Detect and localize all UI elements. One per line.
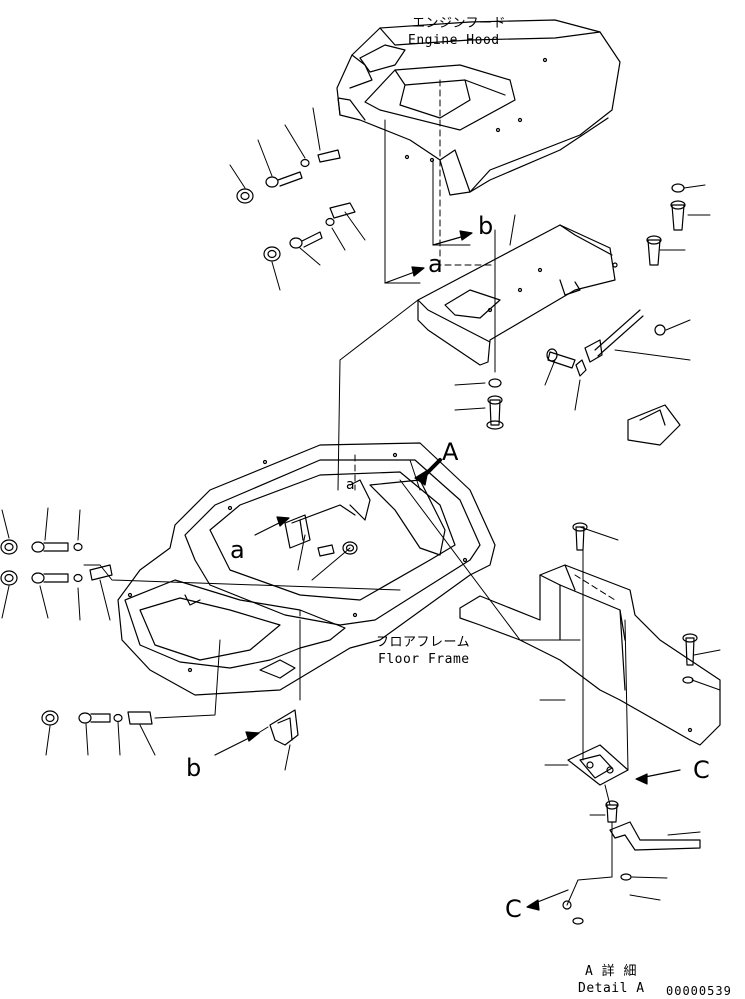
floor-frame [118,443,495,695]
arrow-a-lower [255,517,289,535]
hood-fasteners-left [237,150,355,261]
ref-C-upper: C [693,756,710,784]
ref-b-lower: b [186,754,202,782]
floor-fasteners-left [1,540,357,725]
leader-lines [2,108,720,905]
hood-support-bracket [418,225,617,365]
engine-hood [337,20,620,195]
hood-stay [585,310,680,445]
arrow-C-upper [636,770,680,784]
engine-hood-label-en: Engine Hood [408,33,500,48]
floor-bracket-a [285,515,310,548]
arrow-b-lower [215,732,259,755]
ref-A-arrow: A [442,438,459,466]
ref-a-lower: a [230,536,245,564]
detail-label-jp: A 詳 細 [585,964,637,979]
floor-frame-label-en: Floor Frame [378,652,470,667]
detail-small-plate [610,822,700,850]
arrow-C-lower [527,890,568,910]
floor-frame-label-jp: フロアフレーム [376,635,471,650]
arrow-a-upper [385,267,424,283]
engine-hood-label-jp: エンジンフード [412,16,507,31]
ref-a-floor: a [346,477,355,493]
ref-a-upper: a [428,250,443,278]
bracket-fasteners-right [487,184,685,429]
arrow-b-upper [433,231,472,245]
dashed-alignment-lines [300,80,615,650]
drawing-code: 00000539 [666,984,732,998]
detail-label-en: Detail A [578,981,645,996]
floor-bracket-b [270,710,298,745]
arrow-A-detail [415,460,440,485]
ref-b-upper: b [478,212,494,240]
detail-a-bracket [460,565,720,785]
ref-C-lower: C [505,895,522,923]
